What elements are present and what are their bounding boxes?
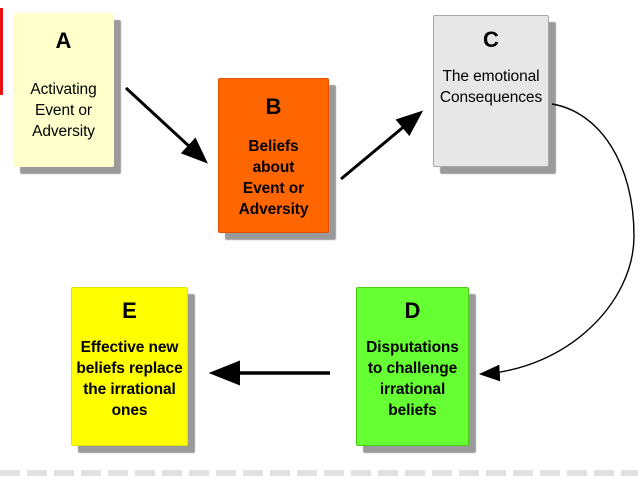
box-e-line: beliefs replace bbox=[76, 360, 183, 377]
slide-left-edge-marker bbox=[0, 8, 3, 95]
box-e-line: the irrational bbox=[83, 381, 176, 398]
box-c-line: Consequences bbox=[439, 89, 543, 106]
box-b-beliefs: B Beliefs about Event or Adversity bbox=[218, 78, 329, 233]
box-e-line: ones bbox=[111, 402, 148, 419]
arrow-a-to-b bbox=[124, 86, 208, 164]
box-a-line: Event or bbox=[35, 102, 92, 119]
box-c-line: The emotional bbox=[442, 68, 540, 85]
box-d-line: irrational bbox=[379, 381, 446, 398]
box-e-effective-new-beliefs: E Effective new beliefs replace the irra… bbox=[71, 287, 188, 446]
box-b-letter: B bbox=[265, 94, 282, 119]
box-e-text: Effective new beliefs replace the irrati… bbox=[72, 337, 187, 421]
box-a-line: Activating bbox=[30, 81, 97, 98]
box-a-text: Activating Event or Adversity bbox=[13, 79, 114, 142]
box-a-activating-event: A Activating Event or Adversity bbox=[13, 13, 114, 167]
box-c-text: The emotional Consequences bbox=[434, 66, 548, 108]
box-d-line: to challenge bbox=[367, 360, 458, 377]
slide-bottom-dashed-edge bbox=[0, 470, 638, 476]
box-d-line: beliefs bbox=[388, 402, 437, 419]
box-c-letter: C bbox=[483, 27, 499, 52]
box-b-line: Adversity bbox=[238, 201, 309, 218]
box-d-letter: D bbox=[404, 298, 421, 323]
box-b-line: Beliefs bbox=[248, 138, 299, 155]
box-a-letter: A bbox=[55, 28, 72, 53]
box-c-emotional-consequences: C The emotional Consequences bbox=[433, 15, 549, 167]
box-d-disputations: D Disputations to challenge irrational b… bbox=[356, 287, 469, 446]
box-d-line: Disputations bbox=[366, 339, 459, 356]
box-d-text: Disputations to challenge irrational bel… bbox=[357, 337, 468, 421]
box-e-line: Effective new bbox=[80, 339, 179, 356]
box-b-line: Event or bbox=[242, 180, 305, 197]
arrow-b-to-c bbox=[340, 110, 424, 181]
box-e-letter: E bbox=[122, 298, 137, 323]
box-b-line: about bbox=[252, 159, 295, 176]
box-b-text: Beliefs about Event or Adversity bbox=[219, 136, 328, 220]
box-a-line: Adversity bbox=[32, 123, 95, 140]
